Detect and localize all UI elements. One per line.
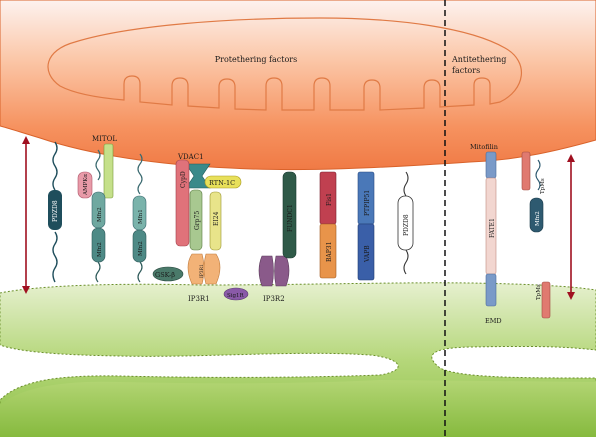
pdzd8-linker-right <box>403 171 409 275</box>
tpms-label-top: TpMs <box>540 178 546 194</box>
protethering-title: Protethering factors <box>215 55 297 64</box>
ip3r1-inner-label: IP3R1 <box>199 264 205 278</box>
mfn2-label-lower-a: Mfn2 <box>97 242 103 257</box>
cypd-protein <box>175 159 190 247</box>
antitethering-title-1: Antitethering <box>451 55 506 64</box>
ip3r1-receptor <box>187 253 221 285</box>
grp75-protein <box>189 189 203 251</box>
mfn1-linker-lower <box>137 261 143 283</box>
vapb-label: VAPB <box>364 245 371 263</box>
ip3r1-label: IP3R1 <box>188 295 210 303</box>
mitol-label: MITOL <box>92 135 117 143</box>
fate1-label: FATE1 <box>489 218 496 238</box>
mfn2-linker-upper-a <box>95 149 101 181</box>
ampk-label: AMPKα <box>83 174 89 196</box>
pdzd8-tether-left <box>52 141 58 283</box>
ampk-protein <box>77 171 93 199</box>
fundc1-protein <box>282 171 297 259</box>
mitofilin-protein <box>485 151 497 179</box>
fundc1-label: FUNDC1 <box>287 204 294 232</box>
rtn1c-protein <box>204 175 242 189</box>
sig1r-protein <box>223 287 249 301</box>
pdzd8-label-left: PDZD8 <box>52 200 59 222</box>
ip3r2-label: IP3R2 <box>263 295 285 303</box>
mfn2-linker-lower-a <box>95 261 101 283</box>
tpms-protein-top <box>521 151 531 191</box>
bap31-label: BAP31 <box>326 242 333 262</box>
pdzd8-protein-right <box>397 195 414 251</box>
bap31-protein <box>319 223 337 279</box>
mitol-protein <box>103 143 114 199</box>
sig1r-label: Sig1R <box>227 293 245 299</box>
mfn2-linker-anti <box>535 159 541 191</box>
mfn1-linker-upper <box>137 153 143 195</box>
grp75-label: Grp75 <box>194 211 201 230</box>
gsk3b-label: GSK-β <box>155 271 175 279</box>
antitethering-title-2: factors <box>452 66 480 75</box>
cypd-label: CypD <box>180 171 187 188</box>
mfn2-label-upper-a: Mfn2 <box>97 207 103 222</box>
tpms-label-bottom: TpMs <box>536 284 542 300</box>
ptpip51-label: PTPIP51 <box>364 190 371 216</box>
fis1-label: Fis1 <box>326 193 333 206</box>
pdzd8-label-right: PDZD8 <box>403 214 410 236</box>
ip3r2-receptor <box>258 255 290 287</box>
emd-label: EMD <box>485 317 502 325</box>
tpms-protein-bottom <box>541 281 551 319</box>
gsk3b-protein <box>152 266 184 282</box>
pdzd8-protein-left <box>48 190 62 230</box>
mfn2-protein-lower-b <box>132 229 147 263</box>
mfn2-protein-anti <box>529 197 544 233</box>
rtn1c-label: RTN-1C <box>209 179 235 187</box>
mfn1-label: Mfn1 <box>138 209 144 224</box>
ei24-label: EI24 <box>213 211 220 226</box>
mitochondrion-cristae <box>47 17 522 111</box>
mfn2-label-lower-b: Mfn2 <box>138 241 144 256</box>
emd-protein <box>485 273 497 307</box>
mitochondrion-outer-membrane <box>0 0 596 171</box>
er-lumen-lower <box>0 380 596 437</box>
mitofilin-label: Mitofilin <box>470 143 498 151</box>
vdac1-label: VDAC1 <box>177 153 204 161</box>
mfn2-label-anti: Mfn2 <box>535 211 541 226</box>
vapb-protein <box>357 223 375 281</box>
ei24-protein <box>209 191 222 251</box>
